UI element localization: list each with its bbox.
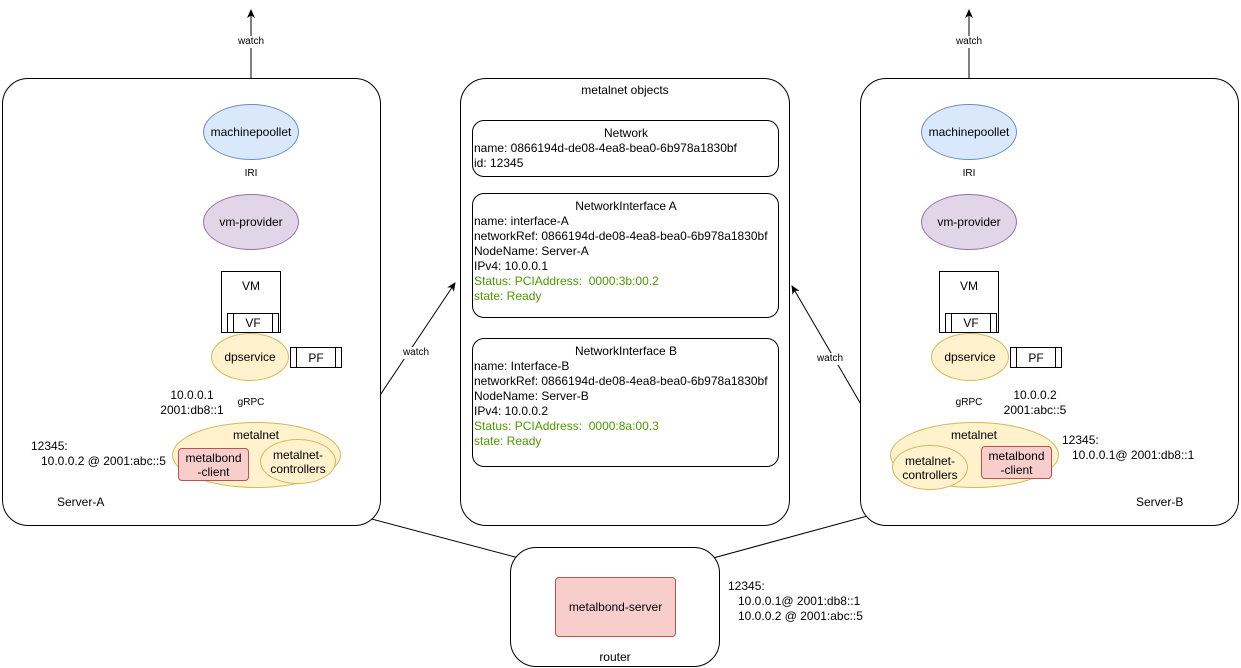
server-b-vm-provider[interactable]: vm-provider [921,194,1017,250]
interface-b-state: state: Ready [474,434,542,448]
server-b-iri-label: IRI [954,168,984,180]
watch-label-left: watch [396,347,436,359]
server-b-machinepoollet[interactable]: machinepoollet [921,104,1017,160]
interface-b-title: NetworkInterface B [574,344,678,358]
server-b-metalnet-label: metalnet [950,428,998,442]
interface-a-title: NetworkInterface A [575,199,677,213]
server-b-metalnet-controllers[interactable]: metalnet- controllers [892,445,968,490]
server-a-pf[interactable]: PF [290,347,342,368]
interface-a-name: name: interface-A [474,214,569,228]
server-b-route-info: 12345: 10.0.0.1@ 2001:db8::1 [1062,433,1195,462]
interface-b-status: Status: PCIAddress: 0000:8a:00.3 [474,419,659,433]
server-a-metalnet-label: metalnet [232,428,280,442]
interface-b-nodename: NodeName: Server-B [474,389,589,403]
server-b-watch-label: watch [949,36,989,48]
server-b-grpc-label: gRPC [951,397,987,409]
metalbond-server[interactable]: metalbond-server [555,577,676,637]
server-b-ip-info: 10.0.0.2 2001:abc::5 [1003,388,1067,417]
network-interface-b-object[interactable]: NetworkInterface B name: Interface-B net… [472,338,779,467]
interface-a-status: Status: PCIAddress: 0000:3b:00.2 [474,274,659,288]
interface-b-name: name: Interface-B [474,359,570,373]
server-b-label: Server-B [1136,495,1184,509]
server-a-iri-label: IRI [236,168,266,180]
server-a-metalnet-controllers[interactable]: metalnet- controllers [260,439,336,484]
server-b-vf[interactable]: VF [945,313,997,333]
network-interface-a-object[interactable]: NetworkInterface A name: interface-A net… [472,193,779,318]
network-object-id: id: 12345 [474,156,524,170]
server-a-machinepoollet[interactable]: machinepoollet [203,104,299,160]
server-a-vm-provider[interactable]: vm-provider [203,194,299,250]
server-a-watch-label: watch [231,36,271,48]
server-a-dpservice[interactable]: dpservice [211,333,289,381]
server-a-label: Server-A [57,495,105,509]
server-a-metalbond-client[interactable]: metalbond -client [178,448,249,481]
metalnet-objects-title: metalnet objects [581,83,669,97]
interface-a-ipv4: IPv4: 10.0.0.1 [474,259,549,273]
router-route-info: 12345: 10.0.0.1@ 2001:db8::1 10.0.0.2 @ … [728,579,863,623]
server-a-route-info: 12345: 10.0.0.2 @ 2001:abc::5 [31,439,166,468]
server-a-grpc-label: gRPC [233,397,269,409]
server-b-metalbond-client[interactable]: metalbond -client [981,446,1052,479]
server-b-vm-label: VM [960,279,978,293]
interface-a-networkref: networkRef: 0866194d-de08-4ea8-bea0-6b97… [474,229,768,243]
router-label: router [599,650,631,664]
interface-b-networkref: networkRef: 0866194d-de08-4ea8-bea0-6b97… [474,374,768,388]
server-b-pf[interactable]: PF [1010,347,1062,368]
interface-a-state: state: Ready [474,289,542,303]
interface-a-nodename: NodeName: Server-A [474,244,589,258]
server-a-ip-info: 10.0.0.1 2001:db8::1 [160,388,224,417]
server-a-vf[interactable]: VF [227,313,279,333]
server-b-dpservice[interactable]: dpservice [931,333,1009,381]
watch-label-right: watch [810,353,850,365]
network-object[interactable]: Network name: 0866194d-de08-4ea8-bea0-6b… [472,120,779,177]
network-object-name: name: 0866194d-de08-4ea8-bea0-6b978a1830… [474,141,737,155]
interface-b-ipv4: IPv4: 10.0.0.2 [474,404,549,418]
network-object-title: Network [603,126,648,140]
server-a-vm-label: VM [242,279,260,293]
